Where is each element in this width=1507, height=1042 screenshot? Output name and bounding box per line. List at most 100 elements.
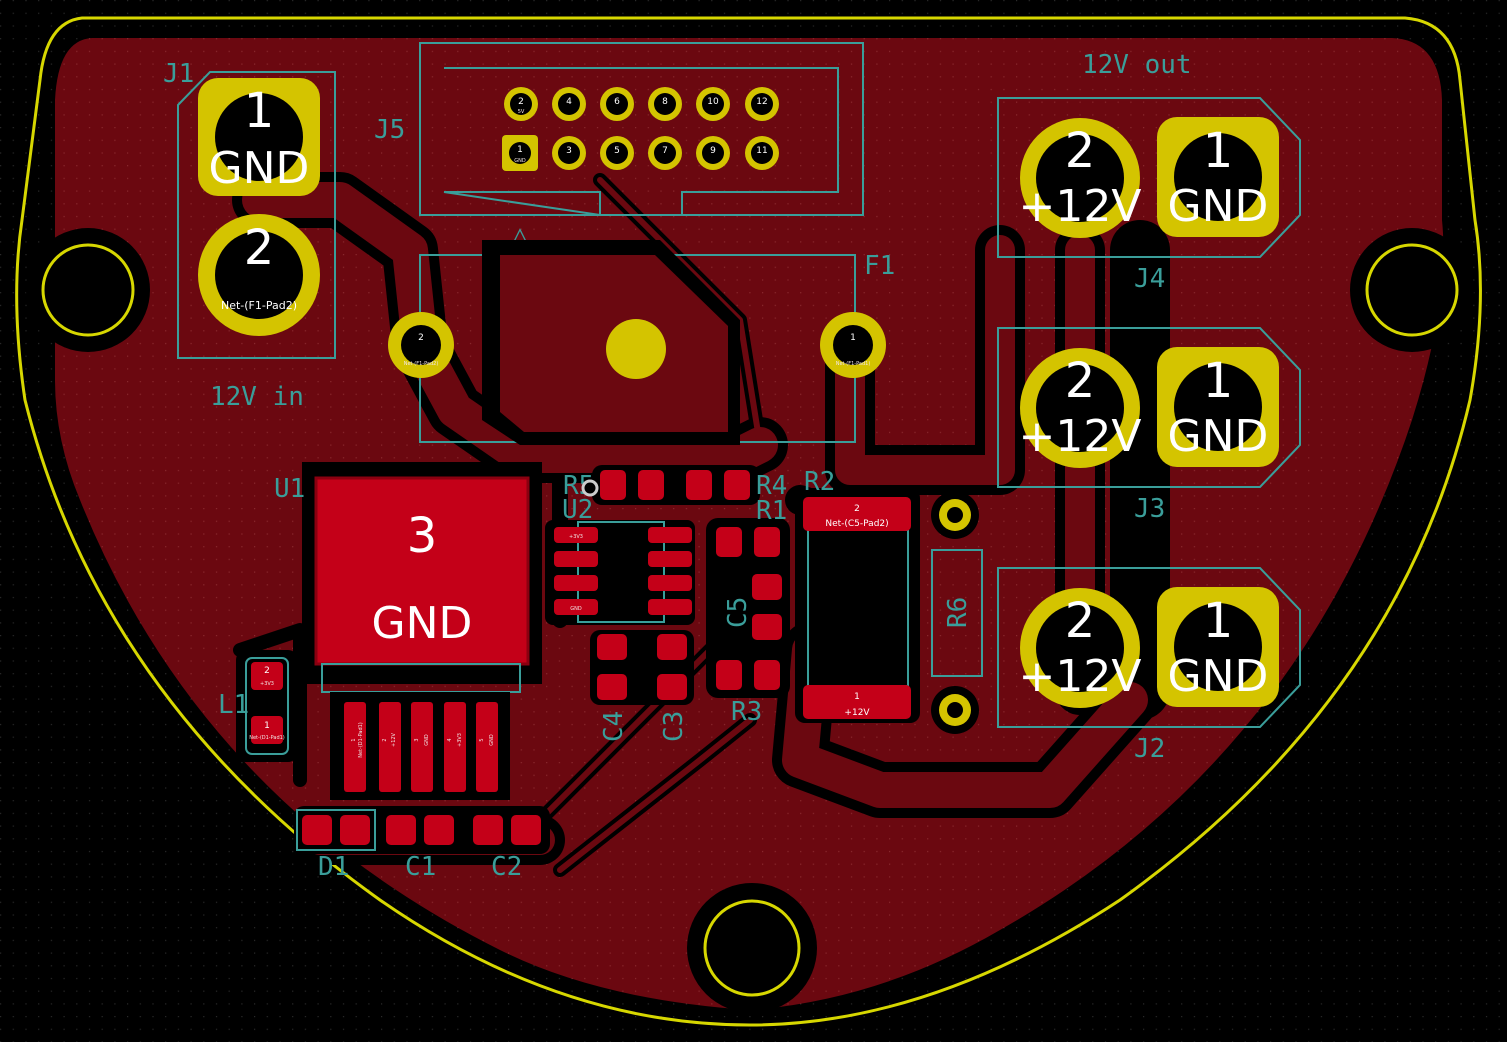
svg-text:3: 3 — [566, 146, 572, 156]
u1-reference: U1 — [274, 474, 305, 504]
capacitor-c4[interactable]: C4 — [597, 634, 629, 742]
resistor-r4[interactable]: R4 — [686, 470, 787, 501]
svg-text:GND: GND — [1168, 181, 1269, 232]
svg-text:GND: GND — [1168, 651, 1269, 702]
fuse-f1[interactable]: F1 2 Net-(F1-Pad2) 1 Net-(F1-Pad1) — [388, 240, 895, 445]
passives-column: R1 C5 R3 — [706, 496, 790, 727]
svg-text:GND: GND — [424, 734, 430, 746]
f1-center-pad — [606, 319, 666, 379]
f1-reference: F1 — [864, 251, 895, 281]
svg-text:+3V3: +3V3 — [260, 681, 274, 687]
input-label: 12V in — [210, 382, 304, 412]
j5-pin-10[interactable]: 10 — [696, 87, 730, 121]
j5-pin-8[interactable]: 8 — [648, 87, 682, 121]
svg-text:5: 5 — [479, 738, 485, 741]
resistor-r2[interactable]: R2 2 Net-(C5-Pad2) 1 +12V — [795, 467, 920, 723]
capacitor-c5[interactable]: C5 — [723, 574, 782, 640]
svg-text:+12V: +12V — [844, 708, 870, 718]
capacitor-c1[interactable]: C1 — [386, 815, 454, 882]
svg-text:8: 8 — [662, 97, 668, 107]
svg-text:2: 2 — [382, 738, 388, 741]
connector-j1[interactable]: 1 GND 2 Net-(F1-Pad2) J1 12V in — [163, 59, 336, 412]
c3-reference: C3 — [659, 711, 689, 742]
u1-tab-number: 3 — [407, 508, 438, 564]
l1-pad-2[interactable]: 2 +3V3 — [251, 662, 283, 690]
r3-reference: R3 — [731, 697, 762, 727]
output-label: 12V out — [1082, 50, 1192, 80]
j5-pin-12[interactable]: 12 — [745, 87, 779, 121]
r2-pad-1[interactable]: 1 +12V — [803, 685, 911, 719]
connector-j3[interactable]: 2 +12V 1 GND J3 — [997, 327, 1301, 524]
svg-text:1: 1 — [351, 738, 357, 741]
svg-text:11: 11 — [756, 146, 767, 156]
j2-reference: J2 — [1134, 734, 1165, 764]
svg-text:1: 1 — [264, 721, 270, 731]
j5-pin-11[interactable]: 11 — [745, 136, 779, 170]
f1-pad-2[interactable]: 2 Net-(F1-Pad2) — [388, 312, 454, 378]
j1-pad2-net: Net-(F1-Pad2) — [221, 299, 297, 312]
f1-pad-1[interactable]: 1 Net-(F1-Pad1) — [820, 312, 886, 378]
svg-text:2: 2 — [418, 333, 424, 343]
svg-text:2: 2 — [1065, 123, 1096, 179]
svg-text:3: 3 — [414, 738, 420, 741]
svg-text:+12V: +12V — [1019, 181, 1142, 232]
svg-text:5: 5 — [614, 146, 620, 156]
u1-tab-net: GND — [372, 598, 473, 649]
resistor-r6[interactable]: R6 — [931, 491, 983, 734]
resistor-r5[interactable]: R5 — [563, 470, 664, 501]
j5-pin-3[interactable]: 3 — [552, 136, 586, 170]
svg-text:10: 10 — [707, 97, 719, 107]
svg-text:12: 12 — [756, 97, 767, 107]
r4-reference: R4 — [756, 471, 787, 501]
resistor-r1[interactable]: R1 — [716, 496, 787, 557]
ic-u2[interactable]: U2 +3V3 GND — [545, 495, 695, 625]
mount-hole-left-ring — [41, 243, 135, 337]
connector-j2[interactable]: 2 +12V 1 GND J2 — [997, 567, 1301, 764]
svg-text:2: 2 — [1065, 593, 1096, 649]
j3-reference: J3 — [1134, 494, 1165, 524]
svg-text:1: 1 — [1203, 123, 1234, 179]
mount-hole-right — [1350, 228, 1474, 352]
j4-reference: J4 — [1134, 264, 1165, 294]
capacitors-c3-c4: C4 C3 — [590, 630, 694, 742]
j1-pad2-number: 2 — [244, 220, 275, 276]
j5-pin-5[interactable]: 5 — [600, 136, 634, 170]
mount-hole-bottom-ring — [703, 899, 801, 997]
svg-text:2: 2 — [264, 666, 270, 676]
u1-pin-3[interactable]: 3 GND — [411, 702, 433, 792]
capacitor-c2[interactable]: C2 — [473, 815, 541, 882]
svg-text:GND: GND — [1168, 411, 1269, 462]
j5-pin-2[interactable]: 25V — [504, 87, 538, 121]
l1-reference: L1 — [218, 690, 249, 720]
j5-pin-9[interactable]: 9 — [696, 136, 730, 170]
j1-pad1-net: GND — [209, 143, 310, 194]
diode-d1[interactable]: D1 — [296, 809, 376, 882]
resistor-r3[interactable]: R3 — [716, 660, 780, 727]
svg-text:GND: GND — [514, 158, 526, 164]
capacitor-c3[interactable]: C3 — [657, 634, 689, 742]
svg-text:+12V: +12V — [391, 732, 397, 747]
c4-reference: C4 — [599, 711, 629, 742]
c5-reference: C5 — [723, 597, 753, 628]
u1-pin-4[interactable]: 4+3V3 — [444, 702, 466, 792]
r2-reference: R2 — [804, 467, 835, 497]
u1-tab-pad[interactable] — [314, 476, 530, 666]
u1-pin-2[interactable]: 2+12V — [379, 702, 401, 792]
connector-j4[interactable]: 2 +12V 1 GND J4 — [997, 97, 1301, 294]
board-edge — [15, 16, 1482, 1027]
j5-pin-6[interactable]: 6 — [600, 87, 634, 121]
svg-text:GND: GND — [570, 606, 582, 612]
j1-reference: J1 — [163, 59, 194, 89]
r2-pad-2[interactable]: 2 Net-(C5-Pad2) — [803, 497, 911, 531]
j5-pin-7[interactable]: 7 — [648, 136, 682, 170]
j5-pin-4[interactable]: 4 — [552, 87, 586, 121]
svg-text:2: 2 — [518, 97, 524, 107]
